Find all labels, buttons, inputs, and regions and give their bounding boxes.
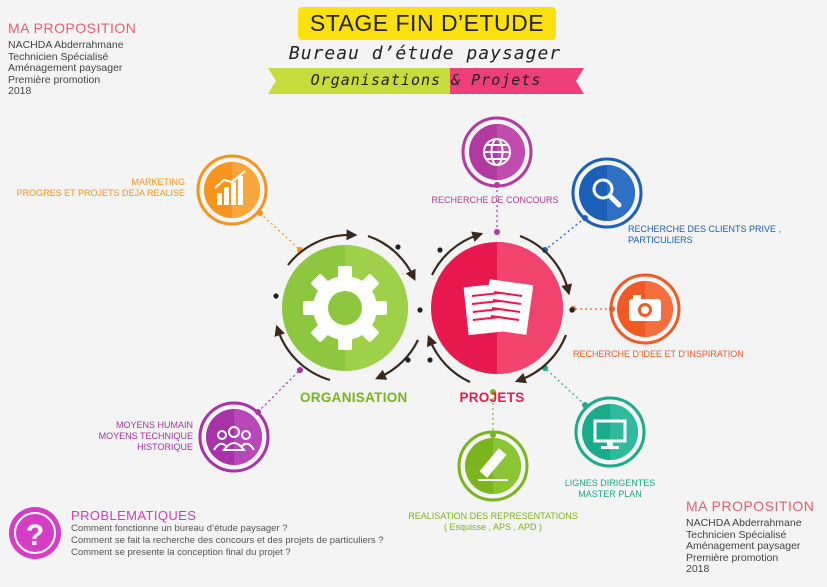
pencil-icon [478,448,508,481]
projets-label: PROJETS [459,390,525,405]
moyens-line: HISTORIQUE [137,442,193,452]
moyens-label: MOYENS HUMAIN MOYENS TECHNIQUE HISTORIQU… [99,420,193,453]
gear-icon [303,266,387,350]
connector-lines [257,185,612,435]
page-title: STAGE FIN D’ETUDE [298,7,556,40]
proposition-line: Aménagement paysager [8,62,123,74]
realisation-line: REALISATION DES REPRESENTATIONS [408,511,578,521]
problematiques-question: Comment fonctionne un bureau d’étude pay… [71,523,288,534]
realisation-label: REALISATION DES REPRESENTATIONS ( Esquis… [408,511,578,533]
concours-label: RECHERCHE DE CONCOURS [420,195,570,206]
question-mark-icon: ? [26,519,44,552]
marketing-line: MARKETING [131,177,185,187]
lignes-label: LIGNES DIRIGENTES MASTER PLAN [560,478,660,500]
monitor-icon [593,419,627,449]
problematiques-question: Comment se fait la recherche des concour… [71,535,384,546]
organisation-cycle-arrows [274,229,419,382]
lignes-line: LIGNES DIRIGENTES [564,478,656,488]
projets-hub [431,242,563,374]
proposition-line: NACHDA Abderrahmane [686,517,802,529]
users-icon [213,426,255,451]
proposition-line: Technicien Spécialisé [8,50,109,63]
projets-cycle-arrows [426,231,572,384]
camera-icon [629,295,661,321]
proposition-line: 2018 [8,85,32,97]
header-band [268,68,584,94]
idee-label: RECHERCHE D’IDEE ET D’INSPIRATION [573,349,744,360]
page-subtitle: Bureau d’étude paysager [288,43,562,64]
problematiques-question: Comment se presente la conception final … [71,547,291,558]
globe-icon [483,138,511,166]
organisation-label: ORGANISATION [300,390,408,405]
idee-node [609,273,681,345]
proposition-bottom: MA PROPOSITION NACHDA Abderrahmane Techn… [686,498,814,576]
moyens-line: MOYENS HUMAIN [115,420,193,430]
magnifier-icon [592,178,622,208]
concours-node [461,116,533,188]
organisation-hub [282,245,408,371]
clients-line: PARTICULIERS [628,235,693,245]
marketing-node [196,154,268,226]
projets-cycle-dots [427,247,575,363]
problematiques-badge: ? [9,507,61,559]
organisation-cycle-dots [273,244,423,363]
realisation-node [457,430,529,502]
problematiques-section: PROBLEMATIQUES Comment fonctionne un bur… [71,508,384,559]
header-band-label: Organisations & Projets [310,71,542,89]
proposition-line: Première promotion [8,73,101,86]
proposition-line: Première promotion [686,551,779,564]
lignes-node [574,396,646,468]
proposition-title: MA PROPOSITION [8,20,137,36]
proposition-top: MA PROPOSITION NACHDA Abderrahmane Techn… [8,20,136,98]
proposition-title: MA PROPOSITION [686,498,815,514]
realisation-line: ( Esquisse , APS , APD ) [443,522,543,532]
idee-line: RECHERCHE D’IDEE ET D’INSPIRATION [573,349,744,359]
lignes-line: MASTER PLAN [578,489,642,499]
moyens-node [198,401,270,473]
proposition-line: Technicien Spécialisé [686,528,787,541]
marketing-label: MARKETING PROGRES ET PROJETS DEJA REALIS… [17,177,185,199]
proposition-line: Aménagement paysager [686,540,801,552]
clients-line: RECHERCHE DES CLIENTS PRIVE , [628,224,782,234]
clients-label: RECHERCHE DES CLIENTS PRIVE , PARTICULIE… [628,224,781,246]
concours-line: RECHERCHE DE CONCOURS [431,195,559,205]
bar-chart-icon [214,170,246,205]
clients-node [571,157,643,229]
proposition-line: NACHDA Abderrahmane [8,39,124,51]
proposition-line: 2018 [686,563,710,575]
moyens-line: MOYENS TECHNIQUE [98,431,193,441]
problematiques-title: PROBLEMATIQUES [71,508,197,523]
marketing-line: PROGRES ET PROJETS DEJA REALISE [16,188,185,198]
documents-icon [463,279,534,336]
